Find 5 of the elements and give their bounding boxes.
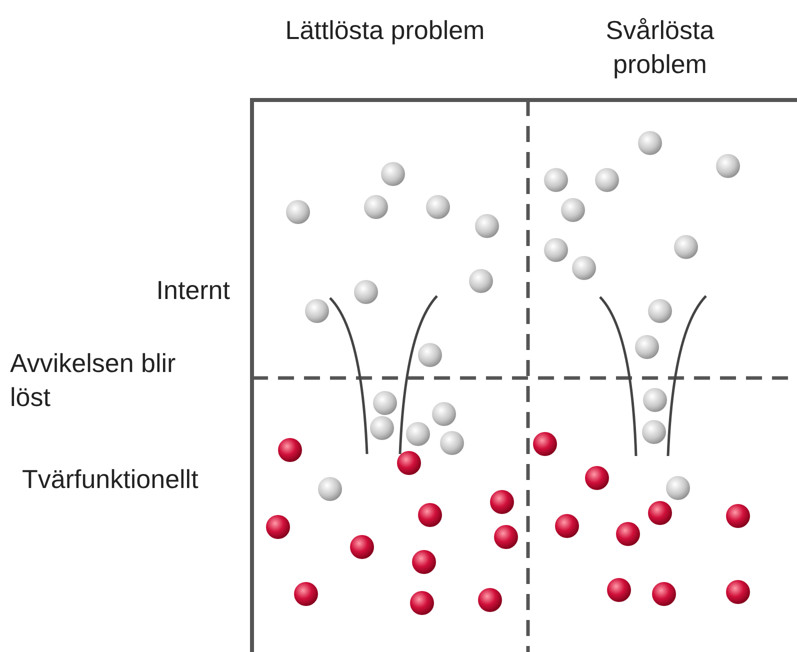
row-label: Tvärfunktionellt [22, 463, 200, 496]
row-label: Internt [155, 274, 230, 307]
column-heading: Lättlösta problem [285, 14, 485, 47]
boundary-label: Avvikelsen blir löst [10, 347, 177, 414]
column-heading: Svårlösta problem [604, 14, 716, 81]
